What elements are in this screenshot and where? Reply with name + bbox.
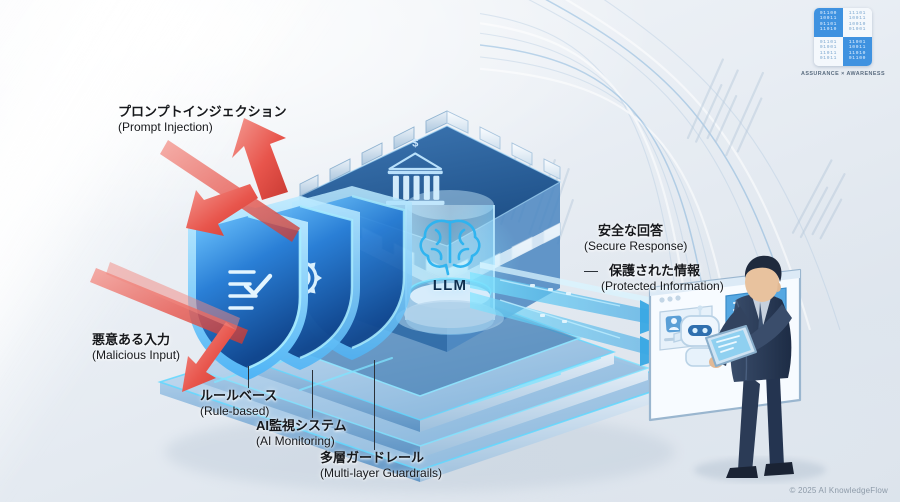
label-protected-information-ja: 保護された情報 [609, 263, 701, 278]
label-malicious-input-en: (Malicious Input) [92, 348, 181, 362]
label-rule-based-en: (Rule-based) [200, 404, 270, 418]
person-shadow [694, 458, 826, 482]
threat-arrow-malicious-input [90, 262, 248, 392]
logo-quadrant-2: 11101 10011 10010 01001 [843, 8, 872, 37]
label-secure-response-ja: 安全な回答 [598, 223, 664, 238]
label-prompt-injection-ja: プロンプトインジェクション [118, 104, 287, 119]
label-multi-layer-guardrails-en: (Multi-layer Guardrails) [320, 466, 443, 480]
business-user-figure [705, 255, 794, 478]
copyright-notice: © 2025 AI KnowledgeFlow [789, 486, 888, 495]
label-secure-response-en: (Secure Response) [584, 239, 688, 253]
label-ai-monitoring: AI監視システム (AI Monitoring) [256, 418, 347, 449]
logo-binary-grid: 01100 10011 01101 11010 11101 10011 1001… [814, 8, 872, 66]
leader-ai-monitoring [312, 370, 313, 418]
label-multi-layer-guardrails: 多層ガードレール (Multi-layer Guardrails) [320, 450, 442, 481]
bank-vault-icon: $ [386, 138, 445, 206]
tablet-device [705, 325, 757, 367]
label-rule-based: ルールベース (Rule-based) [200, 388, 277, 419]
logo-tagline: ASSURANCE × AWARENESS [801, 71, 885, 77]
checklist-icon [228, 270, 273, 310]
label-protected-information-en: (Protected Information) [601, 279, 724, 293]
label-prompt-injection: プロンプトインジェクション (Prompt Injection) [118, 104, 287, 135]
assurance-awareness-logo: 01100 10011 01101 11010 11101 10011 1001… [800, 8, 886, 77]
llm-core-label: LLM [432, 277, 468, 294]
svg-text:$: $ [412, 138, 419, 150]
threat-arrow-prompt-injection [160, 118, 300, 242]
leader-rule-based [248, 366, 249, 388]
label-ai-monitoring-ja: AI監視システム [256, 418, 347, 433]
brain-icon [419, 219, 481, 276]
label-prompt-injection-en: (Prompt Injection) [118, 120, 213, 134]
label-malicious-input: 悪意ある入力 (Malicious Input) [92, 332, 180, 363]
label-multi-layer-guardrails-ja: 多層ガードレール [320, 450, 425, 465]
leader-multi-layer [374, 360, 375, 450]
label-secure-response: 安全な回答 (Secure Response) [584, 223, 687, 254]
label-malicious-input-ja: 悪意ある入力 [92, 332, 171, 347]
logo-quadrant-4: 11001 10011 11010 01100 [843, 37, 872, 66]
label-protected-information: 保護された情報 (Protected Information) [601, 263, 724, 294]
leader-protected-information [584, 271, 598, 272]
logo-quadrant-3: 01101 01001 11011 01011 [814, 37, 843, 66]
label-ai-monitoring-en: (AI Monitoring) [256, 434, 335, 448]
pedestal [396, 283, 504, 334]
label-rule-based-ja: ルールベース [200, 388, 278, 403]
logo-quadrant-1: 01100 10011 01101 11010 [814, 8, 843, 37]
